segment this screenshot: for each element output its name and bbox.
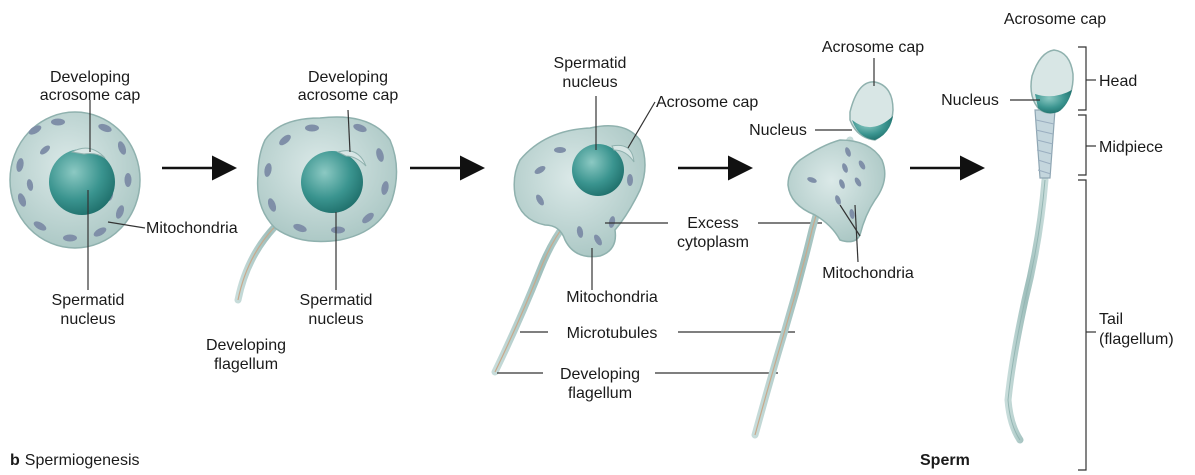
stage2-cell (238, 117, 397, 300)
midpiece-label: Midpiece (1099, 139, 1163, 156)
stage2-nucleus-label-line1: Spermatid (300, 292, 373, 309)
stage2-nucleus-label-line2: nucleus (308, 311, 363, 328)
stage3-mitochondria-label: Mitochondria (566, 289, 658, 306)
sperm-acrosome-label: Acrosome cap (1004, 11, 1106, 28)
stage1-nucleus (49, 149, 115, 215)
stage3-nucleus-label-line2: nucleus (562, 74, 617, 91)
sperm-cell (1008, 50, 1073, 440)
caption-letter: b (10, 452, 20, 469)
stage1-acrosome-label-line1: Developing (50, 69, 130, 86)
microtubules-label: Microtubules (567, 325, 658, 342)
tail-label-line1: Tail (1099, 311, 1123, 328)
stage2-acrosome-label-line1: Developing (308, 69, 388, 86)
figure-caption: b Spermiogenesis (10, 452, 140, 469)
head-label: Head (1099, 73, 1137, 90)
sperm-title: Sperm (920, 452, 970, 469)
middle-flagellum-label-line1: Developing (560, 366, 640, 383)
stage4-mitochondria-label: Mitochondria (822, 265, 914, 282)
stage2-acrosome-label-line2: acrosome cap (298, 87, 399, 104)
stage1-cell (10, 112, 140, 248)
stage4-nucleus-label: Nucleus (749, 122, 807, 139)
stage2-flagellum-label-line2: flagellum (214, 356, 278, 373)
excess-cytoplasm-label-line2: cytoplasm (677, 234, 749, 251)
stage4-acrosome-label: Acrosome cap (822, 39, 924, 56)
stage1-nucleus-label-line1: Spermatid (52, 292, 125, 309)
stage1-mitochondria-label: Mitochondria (146, 220, 238, 237)
middle-flagellum-label-line2: flagellum (568, 385, 632, 402)
caption-text: Spermiogenesis (25, 452, 140, 469)
stage3-nucleus-label-line1: Spermatid (554, 55, 627, 72)
excess-cytoplasm-label-line1: Excess (687, 215, 739, 232)
stage3-acrosome-label: Acrosome cap (656, 94, 758, 111)
sperm-nucleus-label: Nucleus (941, 92, 999, 109)
stage2-flagellum-label-line1: Developing (206, 337, 286, 354)
tail-label-line2: (flagellum) (1099, 331, 1174, 348)
stage1-acrosome-label-line2: acrosome cap (40, 87, 141, 104)
stage1-nucleus-label-line2: nucleus (60, 311, 115, 328)
region-brackets (1078, 47, 1096, 470)
